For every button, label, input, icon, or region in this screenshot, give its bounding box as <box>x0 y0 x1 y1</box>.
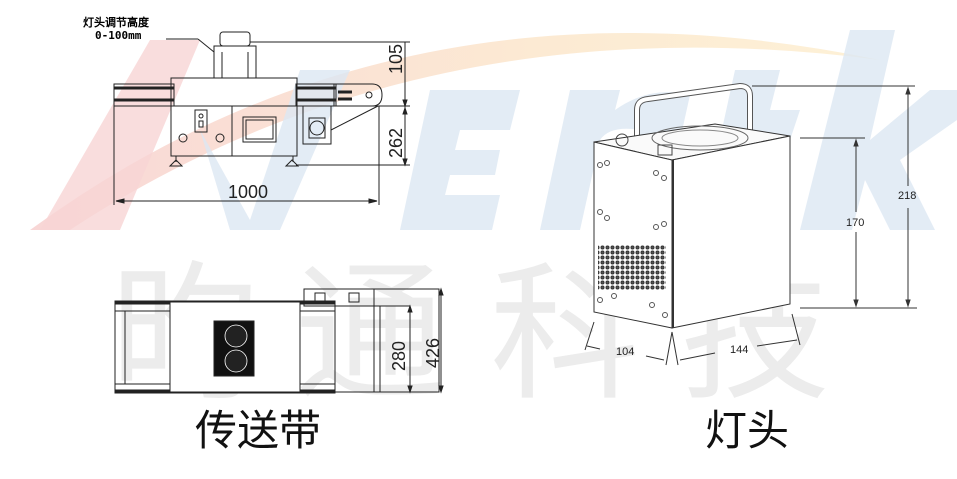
watermark-char-2: 通 <box>295 248 446 422</box>
lamp-head-label: 灯头 <box>705 406 790 455</box>
dim-width-280: 280 <box>389 340 409 371</box>
dim-width-144: 144 <box>730 344 749 356</box>
dim-height-218: 218 <box>898 190 917 202</box>
conveyor-label: 传送带 <box>195 406 322 455</box>
height-adjust-callout: 灯头调节高度 0-100mm <box>83 16 149 42</box>
dim-depth-104: 104 <box>616 346 635 358</box>
dim-width-1000: 1000 <box>228 182 269 202</box>
callout-title: 灯头调节高度 <box>83 16 149 29</box>
dim-width-426: 426 <box>423 337 443 368</box>
dim-height-170: 170 <box>846 217 865 229</box>
dim-height-262: 262 <box>386 127 406 158</box>
callout-range: 0-100mm <box>95 29 142 43</box>
vent-grille <box>598 245 666 290</box>
dim-height-105: 105 <box>386 43 406 74</box>
